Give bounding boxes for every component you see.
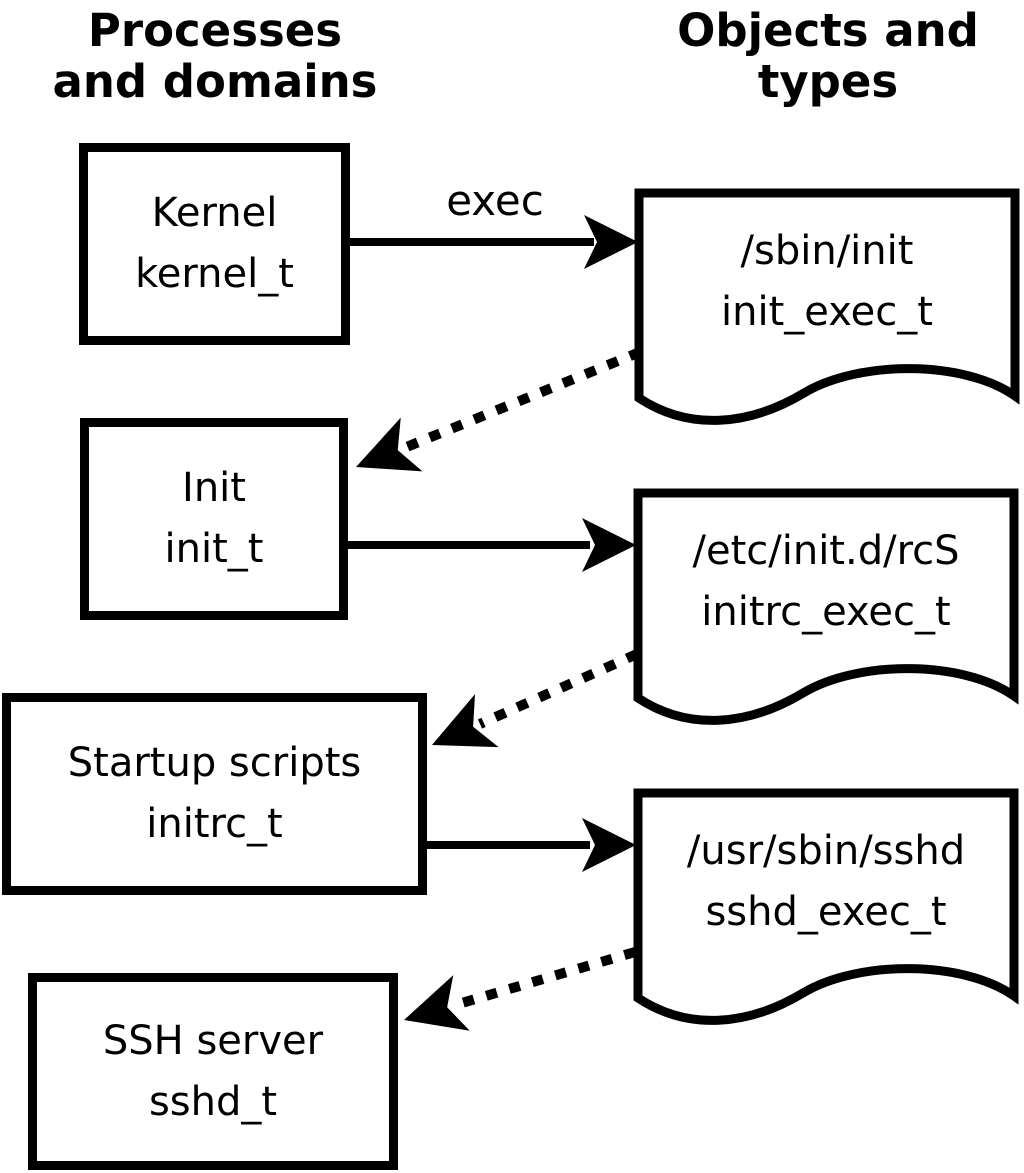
- object-doc-text: /sbin/init init_exec_t: [643, 197, 1011, 393]
- object-file-type: initrc_exec_t: [701, 589, 951, 635]
- dotted-arrow-init-exec-to-init: [356, 347, 642, 472]
- object-file-path: /sbin/init: [740, 228, 914, 275]
- object-doc-text: /etc/init.d/rcS initrc_exec_t: [642, 497, 1010, 693]
- process-box-init: Init init_t: [80, 418, 348, 620]
- process-name: Init: [182, 465, 246, 512]
- object-doc-sbin-init: /sbin/init init_exec_t: [634, 188, 1020, 440]
- object-doc-etc-initd-rcs: /etc/init.d/rcS initrc_exec_t: [633, 488, 1019, 740]
- solid-arrow-init-to-initrc-exec: [348, 518, 636, 572]
- process-domain-type: kernel_t: [135, 251, 294, 297]
- solid-arrow-initrc-to-sshd-exec: [425, 818, 636, 872]
- header-line: and domains: [52, 54, 378, 108]
- header-processes-and-domains: Processes and domains: [25, 4, 405, 108]
- object-doc-text: /usr/sbin/sshd sshd_exec_t: [642, 797, 1010, 993]
- process-domain-type: sshd_t: [148, 1078, 278, 1125]
- dotted-arrow-sshd-exec-to-sshd: [404, 947, 637, 1031]
- object-file-type: init_exec_t: [721, 289, 933, 335]
- document-shape: [633, 488, 1019, 725]
- object-file-path: /etc/init.d/rcS: [692, 528, 960, 575]
- dotted-arrow-initrc-exec-to-initrc: [432, 649, 640, 748]
- process-name: SSH server: [102, 1017, 324, 1064]
- header-objects-and-types: Objects and types: [638, 4, 1018, 108]
- header-line: types: [757, 54, 899, 108]
- object-file-type: sshd_exec_t: [705, 889, 947, 935]
- header-line: Objects and: [677, 4, 979, 57]
- process-domain-type: initrc_t: [146, 801, 283, 847]
- document-shape: [633, 788, 1019, 1025]
- process-box-startup-scripts: Startup scripts initrc_t: [2, 693, 427, 895]
- process-name: Startup scripts: [67, 740, 362, 787]
- process-box-ssh-server: SSH server sshd_t: [28, 973, 398, 1170]
- header-line: Processes: [87, 4, 343, 57]
- exec-arrow-label: exec: [446, 176, 544, 225]
- document-shape: [634, 188, 1020, 425]
- process-domain-type: init_t: [164, 526, 264, 572]
- object-doc-usr-sbin-sshd: /usr/sbin/sshd sshd_exec_t: [633, 788, 1019, 1040]
- process-box-kernel: Kernel kernel_t: [79, 143, 350, 345]
- object-file-path: /usr/sbin/sshd: [686, 828, 966, 875]
- process-name: Kernel: [151, 190, 278, 237]
